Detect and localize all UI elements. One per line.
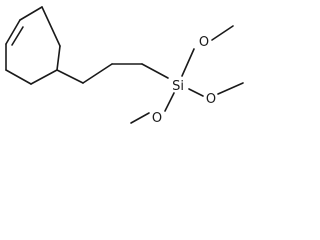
atom-si: Si [172,79,184,94]
si-o-bottom-bond [164,92,175,112]
o-bottom-methyl-bond [130,112,150,124]
ring-bond-bottom-right [30,69,58,85]
ring-bond-top-right [41,6,61,47]
chain-bond-2 [82,63,113,84]
o-right-methyl-bond [217,82,244,95]
chain-bond-4 [141,63,169,79]
atom-o-bottom: O [152,111,162,126]
atom-o-right: O [206,92,216,107]
ring-bond-bottom-left [5,69,32,85]
atom-labels: Si O O O [152,35,216,126]
atom-o-top: O [199,35,209,50]
si-o-top-bond [181,48,195,77]
o-top-methyl-bond [211,25,234,41]
ring-bond-top-left [19,6,43,21]
chain-bond-1 [56,69,84,84]
ring-bond-double-outer [5,19,21,45]
cyclohexene-ring [5,6,61,85]
ethyl-chain [56,63,169,84]
ring-bond-double-inner [11,26,24,46]
chemical-structure-diagram: Si O O O [5,6,244,126]
ring-bond-right [56,45,61,71]
trimethoxysilyl-bonds [130,25,244,124]
si-o-right-bond [188,88,204,97]
